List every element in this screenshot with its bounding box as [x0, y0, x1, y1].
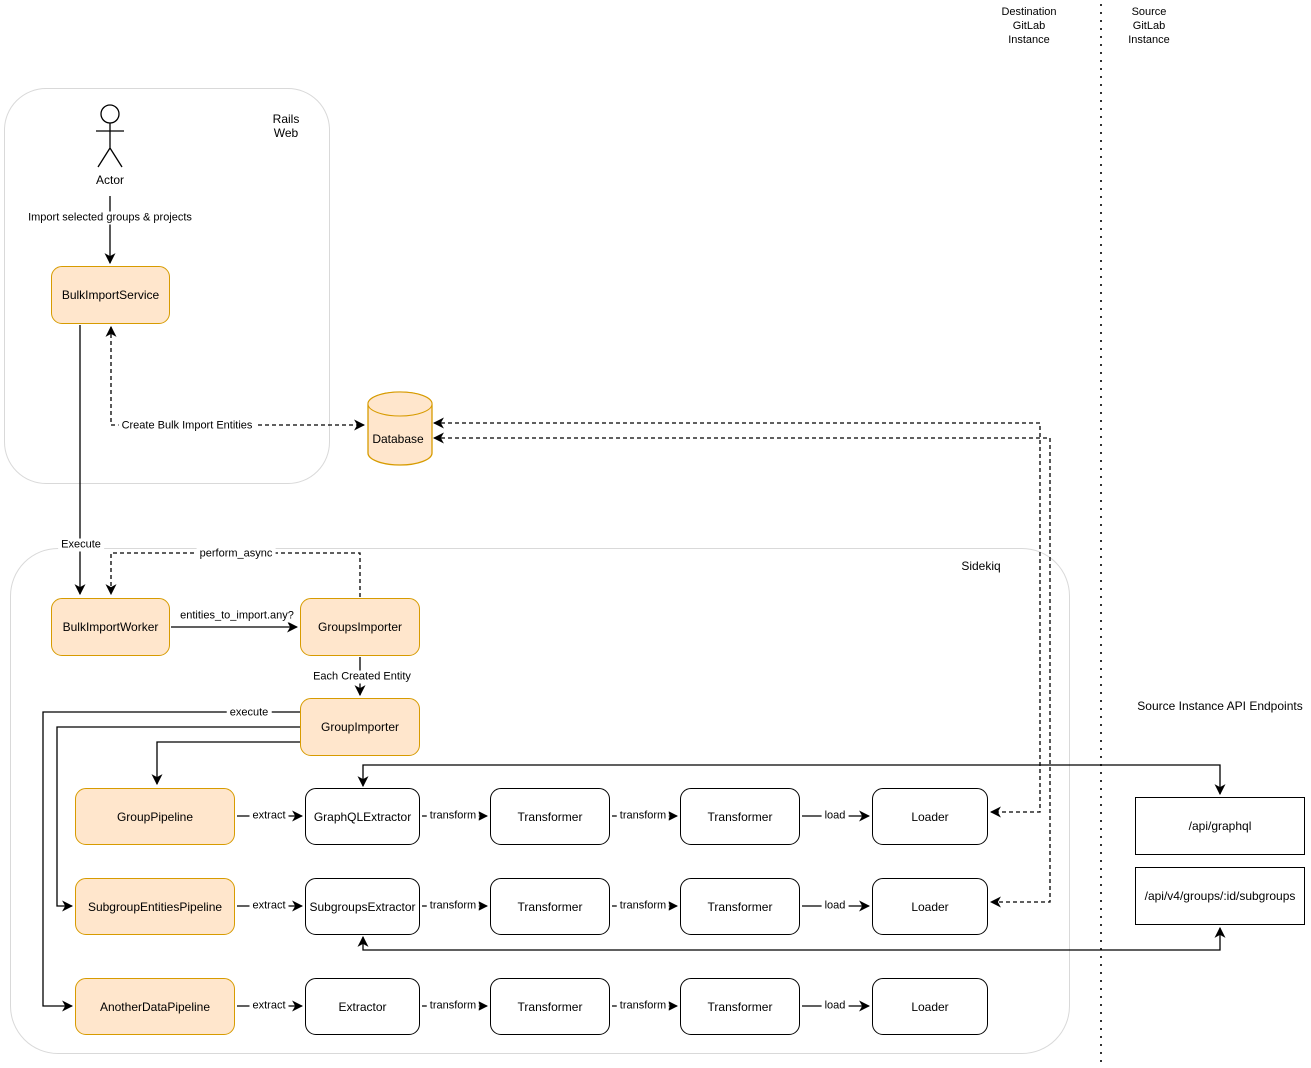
node-loader-3: Loader [872, 978, 988, 1035]
node-groups-importer: GroupsImporter [300, 598, 420, 656]
edge-execute-group-pipeline [151, 741, 300, 786]
label-perform-async: perform_async [196, 547, 276, 561]
label-load-2: load [821, 899, 849, 913]
label-transform-1b: transform [616, 809, 670, 823]
label-transform-3b: transform [616, 999, 670, 1013]
label-each-created-entity: Each Created Entity [310, 670, 414, 684]
label-load-1: load [821, 809, 849, 823]
node-subgroups-extractor: SubgroupsExtractor [305, 878, 420, 935]
node-transformer-2b: Transformer [680, 878, 800, 935]
edge-execute-subgroup-pipeline [56, 726, 300, 912]
rails-web-container [4, 88, 330, 484]
source-instance-label: Source GitLab Instance [1128, 6, 1170, 46]
node-graphql-extractor: GraphQLExtractor [305, 788, 420, 845]
node-subgroup-entities-pipeline: SubgroupEntitiesPipeline [75, 878, 235, 935]
label-entities-to-import: entities_to_import.any? [177, 609, 297, 623]
label-load-3: load [821, 999, 849, 1013]
edge-execute-another-data-pipeline [42, 711, 300, 1012]
label-extract-2: extract [249, 899, 289, 913]
edge-create-bulk-import-entities [105, 325, 366, 431]
node-transformer-3a: Transformer [490, 978, 610, 1035]
label-transform-3a: transform [426, 999, 480, 1013]
database-label: Database [372, 432, 424, 446]
node-group-pipeline: GroupPipeline [75, 788, 235, 845]
node-transformer-3b: Transformer [680, 978, 800, 1035]
node-group-importer: GroupImporter [300, 698, 420, 756]
label-transform-1a: transform [426, 809, 480, 823]
node-bulk-import-service: BulkImportService [51, 266, 170, 324]
api-endpoints-title: Source Instance API Endpoints [1137, 699, 1303, 713]
destination-instance-label: Destination GitLab Instance [1001, 6, 1057, 46]
node-transformer-1a: Transformer [490, 788, 610, 845]
node-transformer-1b: Transformer [680, 788, 800, 845]
node-loader-1: Loader [872, 788, 988, 845]
label-execute-pipeline: execute [226, 706, 272, 720]
label-execute: Execute [58, 538, 104, 552]
label-extract-1: extract [249, 809, 289, 823]
actor-icon [96, 104, 124, 168]
node-extractor: Extractor [305, 978, 420, 1035]
node-bulk-import-worker: BulkImportWorker [51, 598, 170, 656]
node-loader-2: Loader [872, 878, 988, 935]
label-transform-2a: transform [426, 899, 480, 913]
node-api-subgroups: /api/v4/groups/:id/subgroups [1135, 867, 1305, 925]
label-create-bulk-import-entities: Create Bulk Import Entities [118, 419, 256, 433]
label-import-selected: Import selected groups & projects [25, 211, 195, 225]
label-transform-2b: transform [616, 899, 670, 913]
actor-label: Actor [95, 173, 125, 187]
edge-loader1-database [432, 417, 1041, 818]
edge-loader2-database [432, 432, 1051, 908]
database-icon [367, 391, 433, 466]
rails-web-label: Rails Web [272, 112, 300, 140]
node-api-graphql: /api/graphql [1135, 797, 1305, 855]
node-another-data-pipeline: AnotherDataPipeline [75, 978, 235, 1035]
edge-subgroups-endpoint [357, 926, 1226, 951]
node-transformer-2a: Transformer [490, 878, 610, 935]
label-extract-3: extract [249, 999, 289, 1013]
